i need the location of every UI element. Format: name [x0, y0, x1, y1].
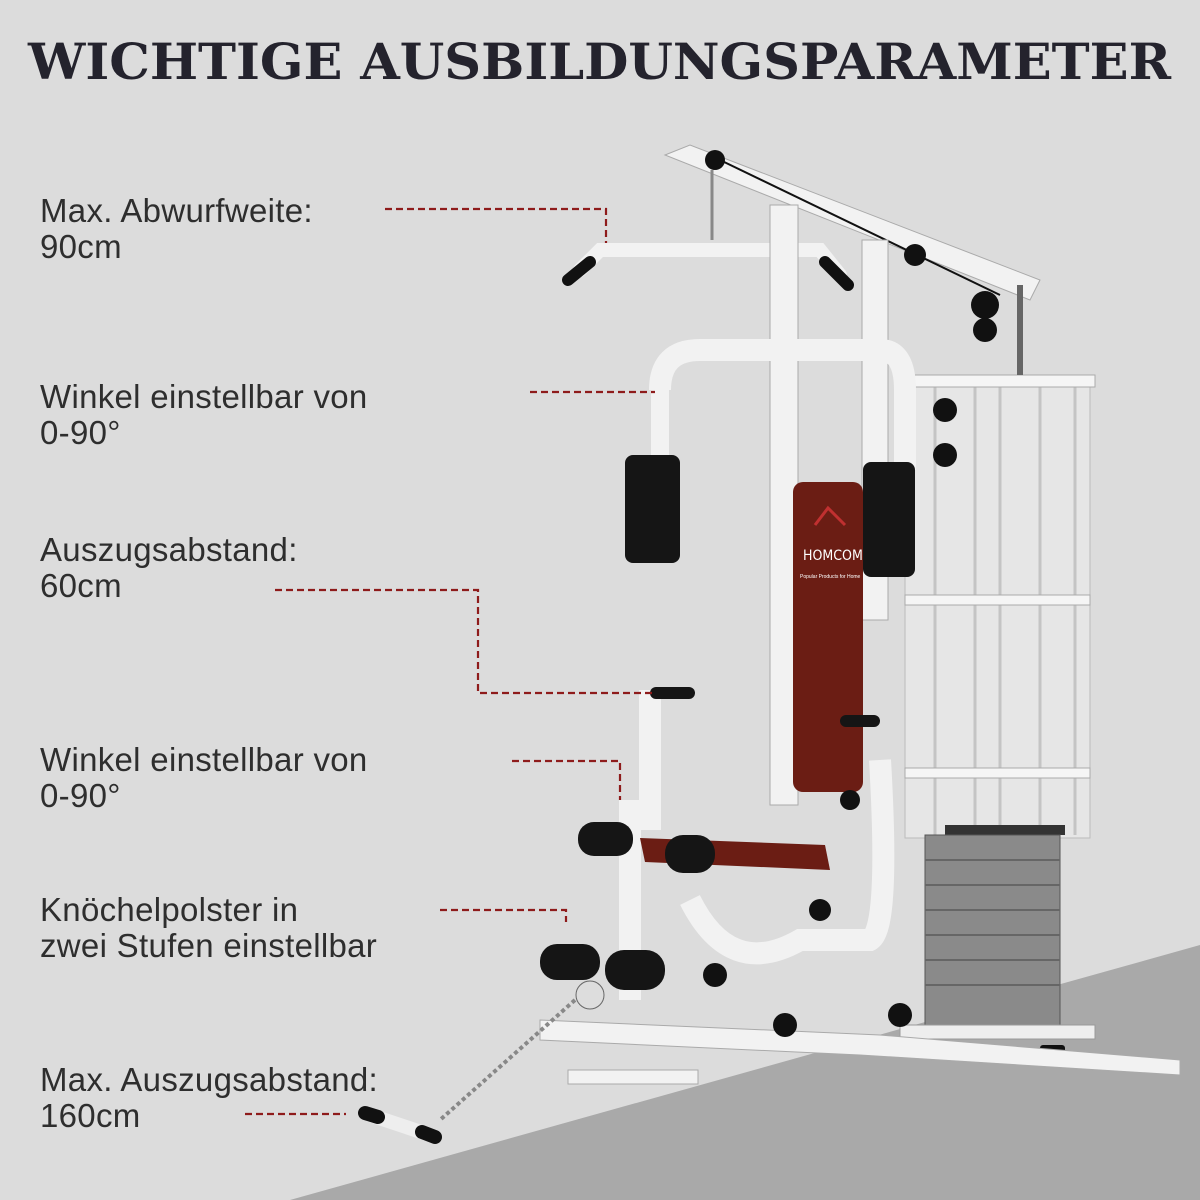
annotation-pull-distance: Auszugsabstand: 60cm — [40, 532, 298, 604]
lat-bar — [562, 243, 854, 291]
annotation-value: 0-90° — [40, 777, 121, 814]
right-pec-pad — [863, 462, 915, 577]
page-title: WICHTIGE AUSBILDUNGSPARAMETER — [27, 32, 1171, 91]
leader-line-1 — [385, 207, 608, 243]
leg-rollers — [540, 687, 880, 990]
leader-line-4 — [512, 759, 622, 800]
ankle-handle — [358, 1106, 442, 1144]
leader-line-5 — [440, 908, 568, 922]
top-boom — [663, 144, 1041, 467]
annotation-label: Max. Auszugsabstand: — [40, 1061, 379, 1098]
annotation-value: 0-90° — [40, 414, 121, 451]
annotation-value: 160cm — [40, 1097, 141, 1134]
annotation-throw-distance: Max. Abwurfweite: 90cm — [40, 193, 313, 265]
annotation-value: 90cm — [40, 228, 122, 265]
annotation-label: Winkel einstellbar von — [40, 741, 368, 778]
leader-line-3 — [275, 588, 655, 695]
annotation-label: Max. Abwurfweite: — [40, 192, 313, 229]
annotation-label: Knöchelpolster in — [40, 891, 299, 928]
leader-lines — [245, 207, 655, 1116]
annotation-label: Winkel einstellbar von — [40, 378, 368, 415]
brand-tagline: Popular Products for Home — [800, 574, 861, 580]
brand-logo: HOMCOM — [803, 548, 863, 564]
annotation-value: zwei Stufen einstellbar — [40, 927, 378, 964]
annotation-label: Auszugsabstand: — [40, 531, 298, 568]
chain — [438, 998, 577, 1122]
annotation-angle-lower: Winkel einstellbar von 0-90° — [40, 742, 368, 814]
annotation-ankle-pads: Knöchelpolster in zwei Stufen einstellba… — [40, 892, 377, 964]
left-pec-pad — [625, 455, 680, 563]
weight-stack-tower — [899, 374, 1096, 1057]
annotation-max-pull-distance: Max. Auszugsabstand: 160cm — [40, 1062, 378, 1134]
back-pad: HOMCOM Popular Products for Home — [793, 482, 863, 792]
annotation-value: 60cm — [40, 567, 122, 604]
annotation-angle-upper: Winkel einstellbar von 0-90° — [40, 379, 368, 451]
floor — [290, 945, 1200, 1200]
